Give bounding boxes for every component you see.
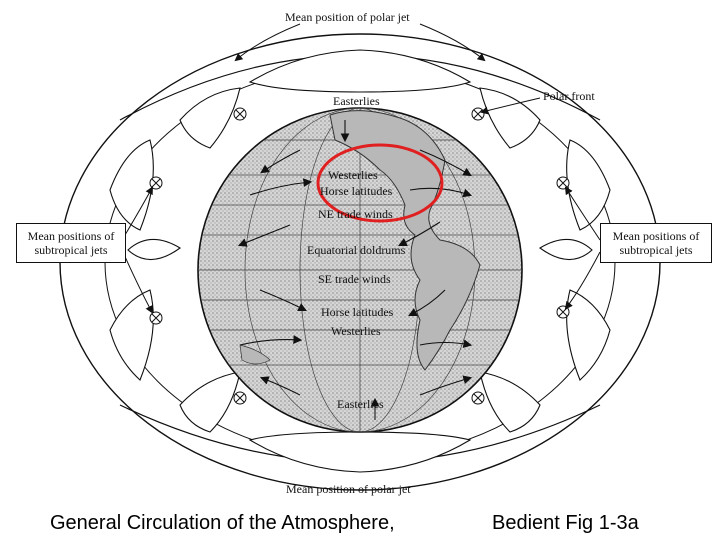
westerlies-north-label: Westerlies — [328, 168, 378, 182]
easterlies-north-label: Easterlies — [333, 94, 380, 108]
subtropical-right-line1: Mean positions of — [612, 229, 700, 243]
wind-arrows — [237, 120, 473, 420]
figure-caption: General Circulation of the Atmosphere, B… — [0, 506, 720, 540]
horse-latitudes-south-label: Horse latitudes — [321, 305, 394, 319]
highlight-circle — [316, 143, 444, 223]
circulation-cells — [109, 49, 611, 473]
easterlies-south-label: Easterlies — [337, 397, 384, 411]
polar-front-label: Polar front — [543, 89, 595, 103]
caption-source: Bedient Fig 1-3a — [492, 512, 639, 534]
polar-jet-top-label: Mean position of polar jet — [285, 10, 410, 24]
globe-grid — [198, 108, 522, 432]
subtropical-jets-right-box: Mean positions of subtropical jets — [600, 223, 712, 263]
diagram-drawing — [59, 23, 661, 491]
subtropical-jets-left-box: Mean positions of subtropical jets — [16, 223, 126, 263]
ne-trade-winds-label: NE trade winds — [318, 207, 393, 221]
horse-latitudes-north-label: Horse latitudes — [320, 184, 393, 198]
westerlies-south-label: Westerlies — [331, 324, 381, 338]
polar-jet-bottom-label: Mean position of polar jet — [286, 482, 411, 496]
equatorial-doldrums-label: Equatorial doldrums — [307, 243, 406, 257]
caption-title: General Circulation of the Atmosphere, — [50, 512, 395, 534]
subtropical-right-line2: subtropical jets — [619, 243, 693, 257]
subtropical-left-line1: Mean positions of — [27, 229, 115, 243]
se-trade-winds-label: SE trade winds — [318, 272, 391, 286]
subtropical-left-line2: subtropical jets — [34, 243, 108, 257]
